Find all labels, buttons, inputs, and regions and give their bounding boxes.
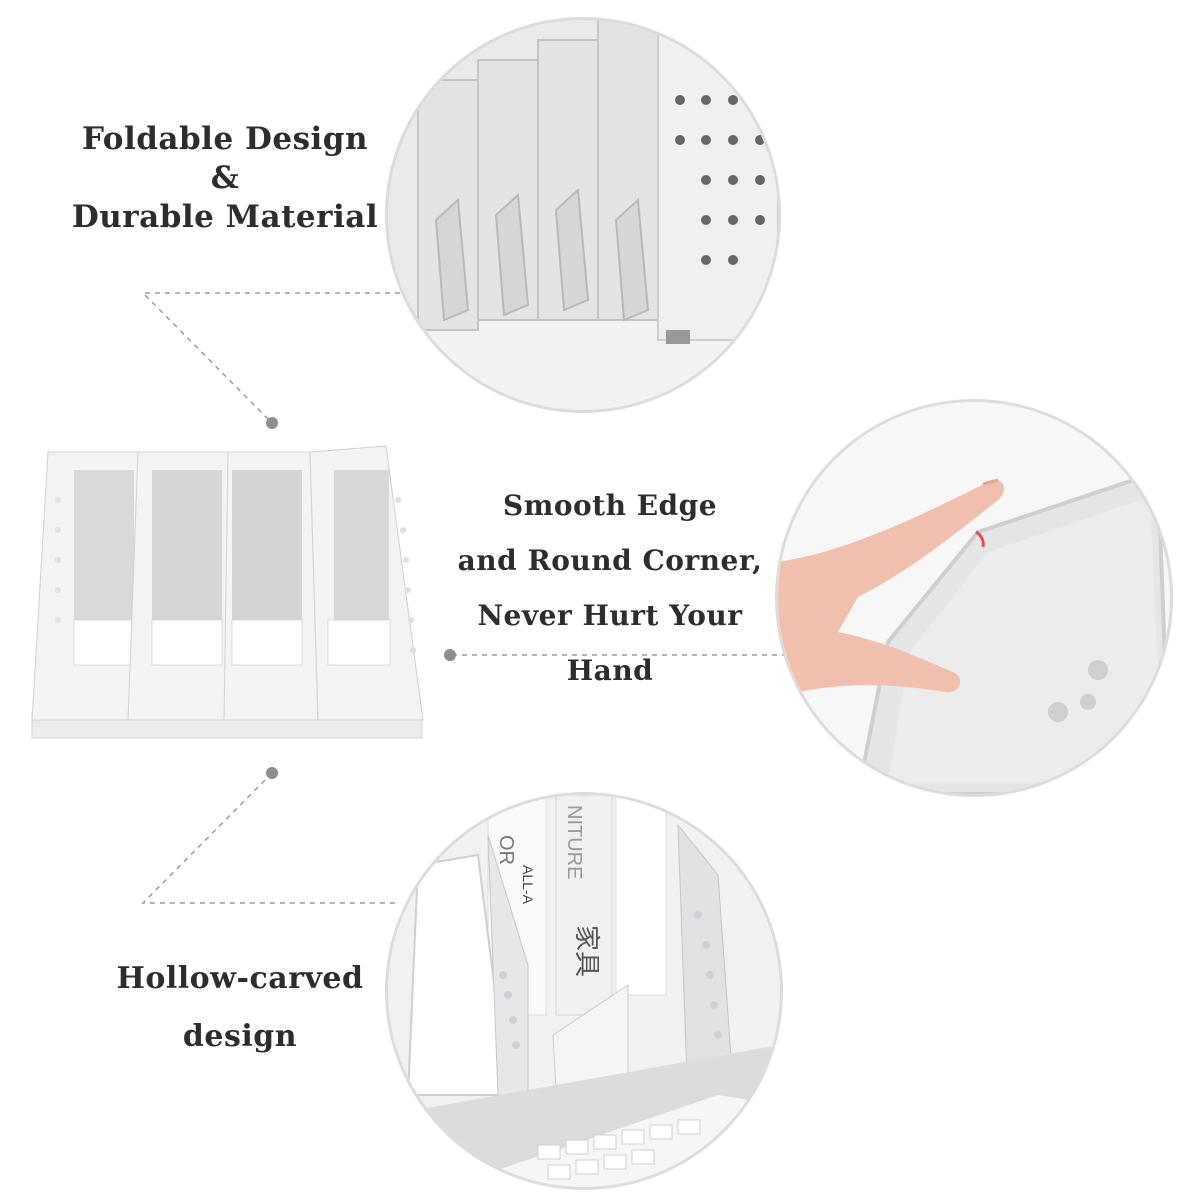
book-spine-text: NITURE	[563, 805, 585, 879]
feature-line: Never Hurt Your Hand	[477, 599, 743, 687]
book-spine-text: OR	[495, 835, 517, 865]
feature-line: &	[210, 160, 240, 196]
feature-text-smooth-edge: Smooth Edge and Round Corner, Never Hurt…	[430, 478, 790, 698]
book-spine-text: 家具	[571, 925, 601, 977]
smooth-edge-hand-photo	[778, 402, 1170, 794]
feature-text-hollow-carved: Hollow-carved design	[95, 950, 385, 1066]
connector-dot-top	[266, 417, 278, 429]
connector-dot-bottom	[266, 767, 278, 779]
connector-dot-middle	[444, 649, 456, 661]
file-organizer-image	[28, 440, 438, 750]
hollow-carved-photo: OR ALL-A NITURE 家具	[388, 795, 780, 1187]
feature-line: Hollow-carved	[116, 961, 364, 996]
feature-line: Smooth Edge	[502, 489, 718, 522]
foldable-closeup-photo	[388, 20, 778, 410]
organizer-slots	[31, 445, 424, 721]
feature-line: and Round Corner,	[457, 544, 763, 577]
feature-line: Foldable Design	[81, 121, 369, 157]
book-spine-text: ALL-A	[520, 865, 536, 905]
feature-line: Durable Material	[71, 199, 379, 235]
feature-text-foldable: Foldable Design & Durable Material	[60, 120, 390, 237]
feature-line: design	[182, 1019, 298, 1054]
